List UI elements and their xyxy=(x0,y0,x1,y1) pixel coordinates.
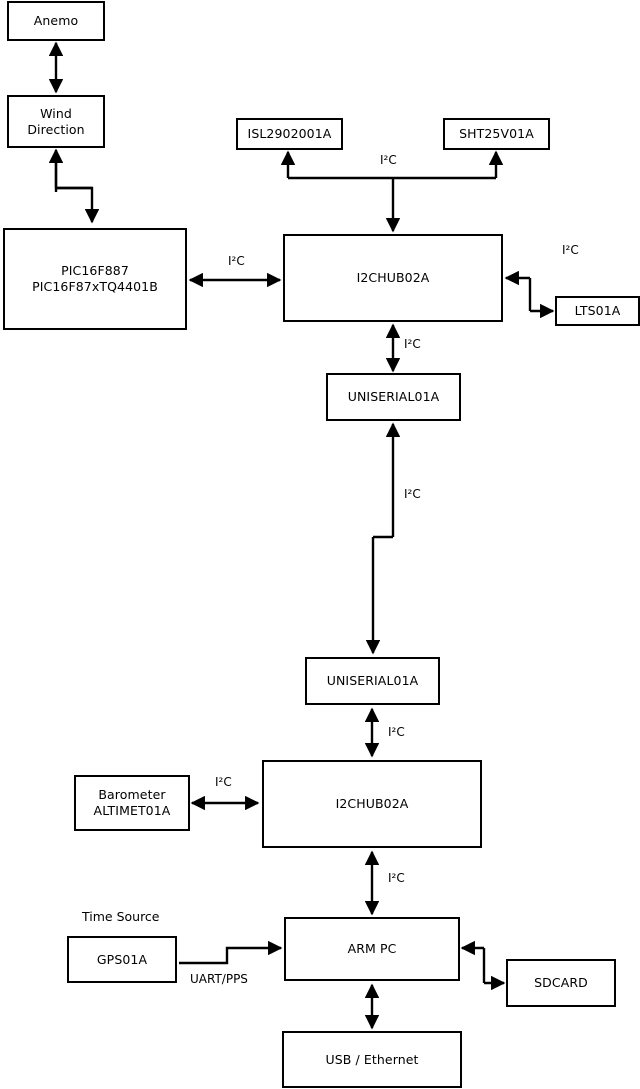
node-pic-mcu[interactable]: PIC16F887 PIC16F87xTQ4401B xyxy=(3,228,187,330)
node-sdcard-label: SDCARD xyxy=(534,975,588,991)
node-usb-ethernet-label: USB / Ethernet xyxy=(325,1051,419,1067)
node-isl2902001a-label: ISL2902001A xyxy=(247,126,332,142)
edge-label-barometer-to-hub: I²C xyxy=(215,775,232,789)
node-arm-pc-label: ARM PC xyxy=(347,941,397,957)
edge-label-hub-to-uniserial-top: I²C xyxy=(404,337,421,351)
node-uniserial01a-bottom[interactable]: UNISERIAL01A xyxy=(305,657,440,705)
node-anemo[interactable]: Anemo xyxy=(7,1,105,41)
node-anemo-label: Anemo xyxy=(33,13,79,29)
node-barometer-altimet01a-label: Barometer ALTIMET01A xyxy=(93,787,171,818)
node-i2chub02a-bottom[interactable]: I2CHUB02A xyxy=(262,760,482,848)
edge-label-hub-to-lts: I²C xyxy=(562,243,579,257)
node-uniserial01a-top-label: UNISERIAL01A xyxy=(347,389,440,405)
node-wind-direction-label: Wind Direction xyxy=(27,105,85,137)
node-uniserial01a-top[interactable]: UNISERIAL01A xyxy=(326,373,461,421)
edge-label-gps-to-arm: UART/PPS xyxy=(190,972,248,986)
node-gps01a[interactable]: GPS01A xyxy=(67,936,177,983)
node-barometer-altimet01a[interactable]: Barometer ALTIMET01A xyxy=(74,775,190,831)
node-pic-mcu-label: PIC16F887 PIC16F87xTQ4401B xyxy=(32,263,158,294)
edge-label-sensors-bus: I²C xyxy=(380,153,397,167)
node-sdcard[interactable]: SDCARD xyxy=(506,959,616,1007)
edge-label-hub-to-arm: I²C xyxy=(388,871,405,885)
node-i2chub02a-top[interactable]: I2CHUB02A xyxy=(283,234,503,322)
node-gps01a-label: GPS01A xyxy=(96,951,148,967)
node-usb-ethernet[interactable]: USB / Ethernet xyxy=(282,1031,462,1088)
node-uniserial01a-bottom-label: UNISERIAL01A xyxy=(326,673,419,689)
edge-pic-wind-body xyxy=(56,186,100,224)
node-lts01a[interactable]: LTS01A xyxy=(555,296,640,326)
node-wind-direction[interactable]: Wind Direction xyxy=(7,95,105,148)
node-i2chub02a-top-label: I2CHUB02A xyxy=(356,270,430,286)
node-lts01a-label: LTS01A xyxy=(574,303,621,319)
node-i2chub02a-bottom-label: I2CHUB02A xyxy=(335,796,409,812)
node-sht25v01a-label: SHT25V01A xyxy=(459,126,534,142)
node-sht25v01a[interactable]: SHT25V01A xyxy=(443,118,550,150)
node-arm-pc[interactable]: ARM PC xyxy=(284,917,460,981)
edge-gps-arm xyxy=(179,940,283,965)
node-isl2902001a[interactable]: ISL2902001A xyxy=(236,118,343,150)
edge-label-uniserial-to-hub-bottom: I²C xyxy=(388,725,405,739)
edge-label-uniserial-link: I²C xyxy=(404,487,421,501)
edge-label-pic-to-hub: I²C xyxy=(228,254,245,268)
label-time-source: Time Source xyxy=(82,909,160,924)
